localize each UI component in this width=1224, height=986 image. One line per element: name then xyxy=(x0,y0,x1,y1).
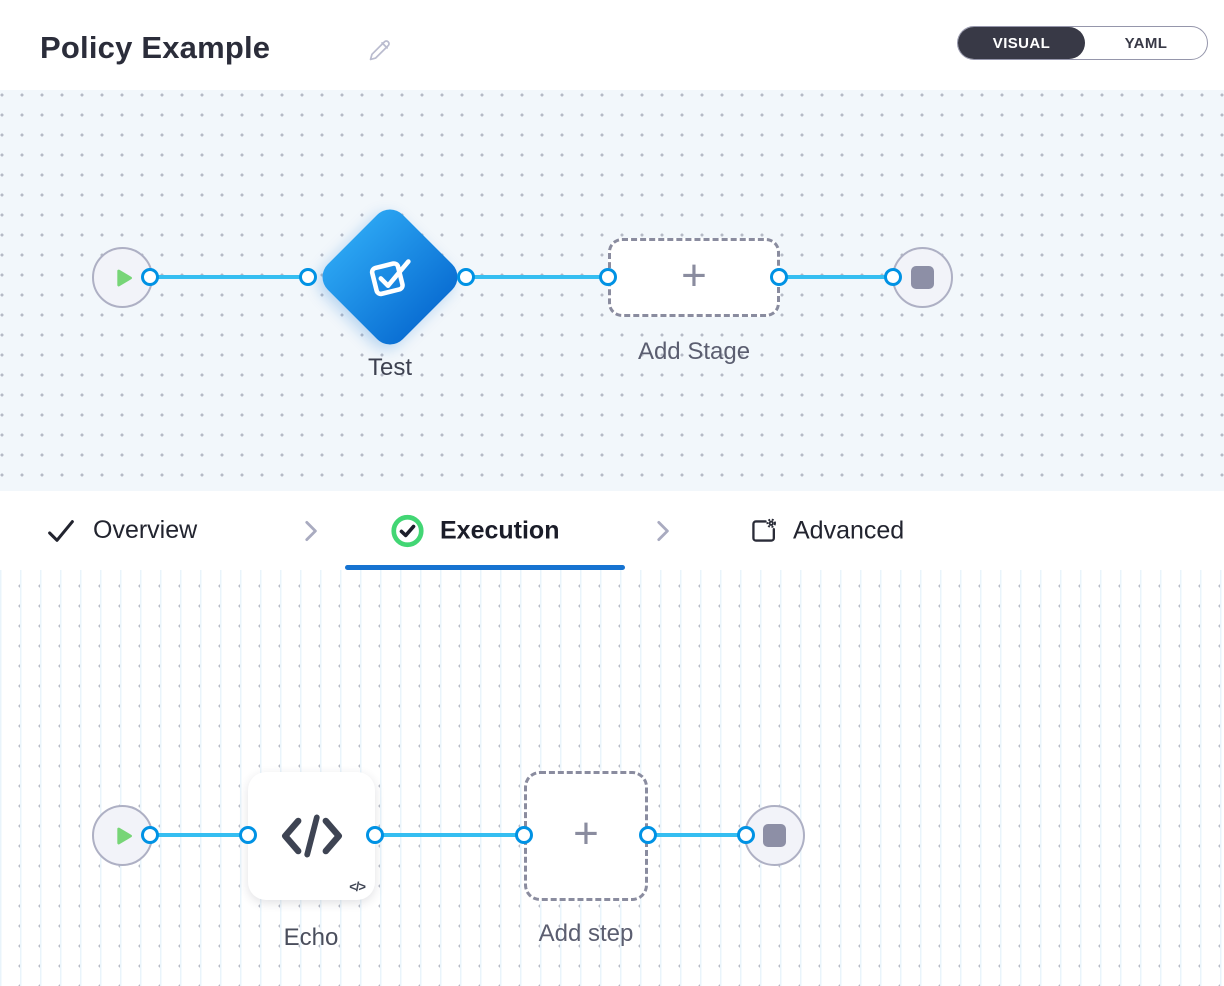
yaml-toggle-button[interactable]: YAML xyxy=(1124,34,1168,52)
port-stage-in[interactable] xyxy=(299,268,317,286)
stage-config-tabbar: Overview Execution Advanced xyxy=(0,491,1224,570)
plus-icon: + xyxy=(681,250,707,300)
step-execution-canvas[interactable]: </> Echo + Add step xyxy=(0,570,1224,986)
pencil-icon xyxy=(369,40,390,61)
edge-start-to-stage xyxy=(150,275,308,279)
code-badge-icon: </> xyxy=(349,879,366,894)
active-tab-underline xyxy=(345,565,625,570)
stop-icon xyxy=(911,266,934,289)
port-addstep-out[interactable] xyxy=(639,826,657,844)
code-icon xyxy=(281,814,342,858)
port-addstage-in[interactable] xyxy=(599,268,617,286)
edge-addstage-to-end xyxy=(779,275,893,279)
page-title: Policy Example xyxy=(40,30,271,65)
pipeline-end-node[interactable] xyxy=(892,247,953,308)
add-stage-button[interactable]: + xyxy=(608,238,780,317)
edge-addstep-to-end xyxy=(648,833,746,837)
edge-stage-to-addstage xyxy=(466,275,608,279)
chevron-right-icon xyxy=(297,517,323,545)
port-addstage-out[interactable] xyxy=(770,268,788,286)
stamp-check-icon xyxy=(369,259,411,297)
port-step-out[interactable] xyxy=(366,826,384,844)
stage-label: Test xyxy=(367,354,412,381)
stage-pipeline-canvas[interactable]: Test + Add Stage xyxy=(0,90,1224,491)
check-icon xyxy=(48,519,74,542)
tab-execution[interactable]: Execution xyxy=(391,514,559,547)
step-label: Echo xyxy=(283,924,339,951)
edge-step-to-addstep xyxy=(375,833,524,837)
chevron-right-icon xyxy=(649,517,675,545)
advanced-settings-icon xyxy=(752,518,776,542)
visual-toggle-button[interactable]: VISUAL xyxy=(958,27,1085,59)
header: Policy Example VISUAL YAML xyxy=(0,0,1224,90)
edit-title-button[interactable] xyxy=(366,36,394,64)
stage-node-test[interactable] xyxy=(315,202,465,352)
play-icon xyxy=(116,827,132,844)
stop-icon xyxy=(763,824,786,847)
visual-yaml-toggle: VISUAL YAML xyxy=(957,26,1208,60)
port-start-out[interactable] xyxy=(141,826,159,844)
port-addstep-in[interactable] xyxy=(515,826,533,844)
port-end-in[interactable] xyxy=(737,826,755,844)
tab-overview[interactable]: Overview xyxy=(45,515,197,547)
tab-execution-label: Execution xyxy=(440,516,560,544)
port-start-out[interactable] xyxy=(141,268,159,286)
add-step-label: Add step xyxy=(538,920,634,947)
step-node-echo[interactable]: </> xyxy=(248,772,375,900)
add-stage-label: Add Stage xyxy=(637,338,751,365)
tab-overview-label: Overview xyxy=(93,516,198,544)
port-step-in[interactable] xyxy=(239,826,257,844)
add-step-button[interactable]: + xyxy=(524,771,648,901)
play-icon xyxy=(116,269,132,286)
port-stage-out[interactable] xyxy=(457,268,475,286)
success-check-circle-icon xyxy=(391,514,424,547)
port-end-in[interactable] xyxy=(884,268,902,286)
tab-advanced-label: Advanced xyxy=(793,516,905,544)
edge-start-to-step xyxy=(150,833,248,837)
tab-advanced[interactable]: Advanced xyxy=(748,515,904,546)
plus-icon: + xyxy=(573,809,599,858)
